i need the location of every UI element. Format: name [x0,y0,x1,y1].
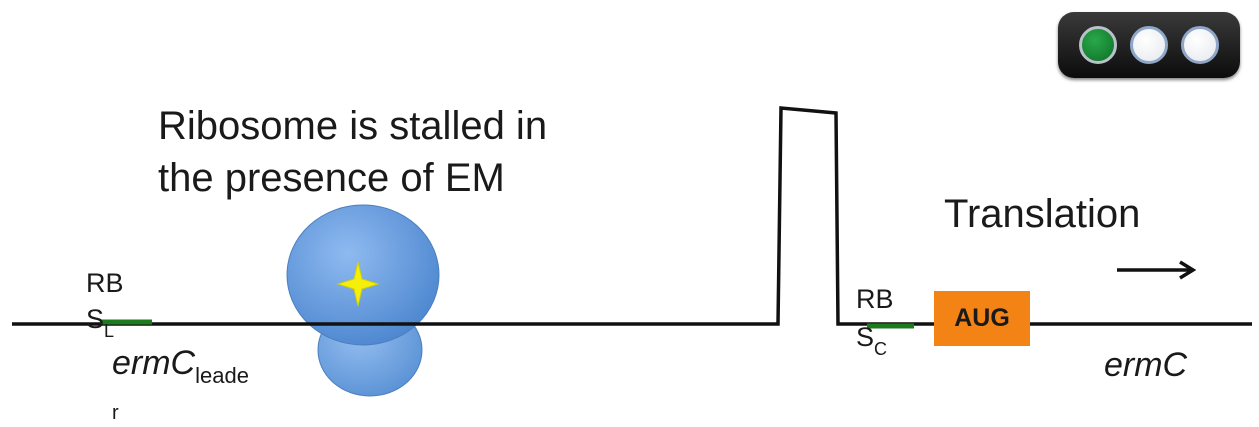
caption-line-1: Ribosome is stalled in [158,104,548,148]
gene-leader-tail: r [112,402,119,424]
translation-label: Translation [944,192,1141,236]
rbs-leader-label-bottom: SL [86,304,114,341]
rbs-coding-s: S [856,322,875,352]
rbs-leader-s: S [86,304,105,334]
traffic-light-indicator [1058,12,1240,78]
right-arrow-icon [1117,260,1197,280]
caption-text: Ribosome is stalled in the presence of E… [158,100,547,204]
white-light-icon [1130,26,1168,64]
green-light-icon [1079,26,1117,64]
antibiotic-star-icon [336,261,380,307]
gene-coding-label: ermC [1104,346,1188,384]
gene-leader-label: ermCleade [112,344,249,388]
gene-leader-name: ermC [112,344,196,382]
rbs-leader-label-top: RB [86,268,124,298]
rbs-coding-label-top: RB [856,284,894,314]
rbs-coding-label-bottom: SC [856,322,887,359]
rbs-coding-sub: C [874,339,888,359]
start-codon-box: AUG [934,291,1030,346]
gene-leader-sub: leade [195,363,249,388]
caption-line-2: the presence of EM [158,156,505,200]
ribosome-large-subunit [286,204,440,346]
rbs-leader-sub: L [104,321,115,341]
white-light-icon [1181,26,1219,64]
